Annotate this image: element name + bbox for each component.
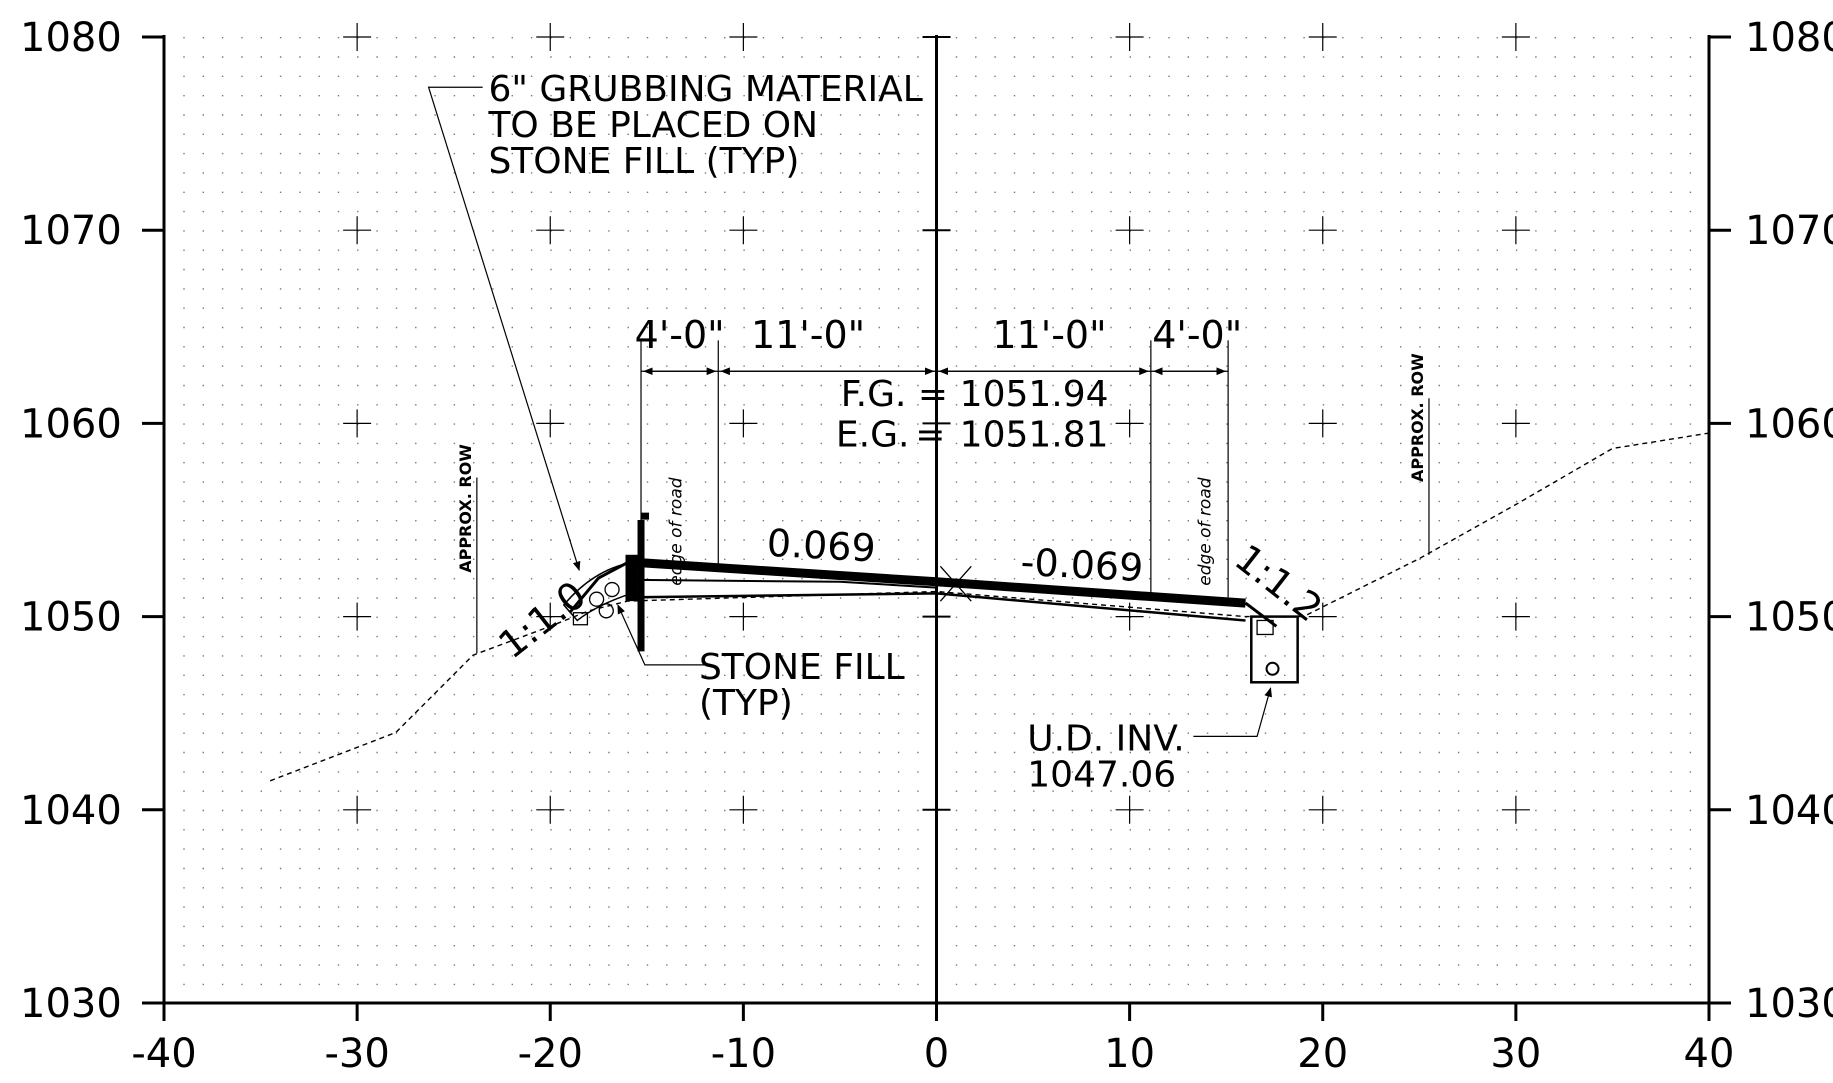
y-tick-label-left: 1050 <box>20 595 122 641</box>
stone-fill-hatch <box>598 603 614 619</box>
grubbing-note-line: TO BE PLACED ON <box>487 105 818 146</box>
stone-fill-note-line: STONE FILL <box>699 647 905 688</box>
x-tick-label: 20 <box>1297 1031 1348 1077</box>
grid-cross <box>536 216 565 245</box>
edge-of-road-right: edge of road <box>1196 477 1216 586</box>
tick-labels: 1030103010401040105010501060106010701070… <box>20 15 1833 1077</box>
x-tick-label: -30 <box>324 1031 389 1077</box>
x-tick-label: 40 <box>1684 1031 1735 1077</box>
grid-cross <box>1115 795 1144 824</box>
grubbing-note-line: STONE FILL (TYP) <box>488 141 799 182</box>
centerline-mark <box>939 565 972 602</box>
edge-of-road-left: edge of road <box>667 477 687 586</box>
grid-cross <box>1308 409 1337 438</box>
grid-cross <box>1115 409 1144 438</box>
grid-cross <box>1308 602 1337 631</box>
fg-label-value: 1051.94 <box>960 374 1109 415</box>
y-tick-label-right: 1050 <box>1745 595 1833 641</box>
grid-cross <box>343 409 372 438</box>
stone-fill-hatch <box>604 581 620 598</box>
grid-cross <box>1308 216 1337 245</box>
stone-fill-leader <box>617 604 705 666</box>
grid-cross <box>1115 23 1144 51</box>
x-tick-label: 10 <box>1104 1031 1155 1077</box>
y-tick-label-left: 1070 <box>20 208 122 254</box>
grid-cross <box>729 216 758 245</box>
y-tick-label-left: 1080 <box>20 15 122 61</box>
grade-label-right: -0.069 <box>1020 540 1145 590</box>
grid-cross <box>1501 602 1530 631</box>
grid-cross <box>1501 409 1530 438</box>
grid-cross <box>1308 795 1337 824</box>
finished-grade-line <box>636 558 1246 608</box>
grid-cross <box>729 795 758 824</box>
y-tick-label-right: 1070 <box>1745 208 1833 254</box>
grid-cross <box>1501 795 1530 824</box>
x-tick-label: 30 <box>1490 1031 1541 1077</box>
dimension-label: 4'-0" <box>635 313 725 357</box>
stone-fill-note-line: (TYP) <box>699 683 793 724</box>
y-tick-label-left: 1040 <box>20 788 122 834</box>
x-tick-label: -20 <box>518 1031 583 1077</box>
y-tick-label-right: 1080 <box>1745 15 1833 61</box>
subgrade-line <box>637 592 1246 622</box>
grid-cross <box>343 795 372 824</box>
underdrain-leader <box>1193 687 1272 737</box>
grid-cross <box>1501 216 1530 245</box>
y-tick-label-right: 1030 <box>1745 981 1833 1027</box>
underdrain-stone <box>1256 619 1274 636</box>
y-tick-label-left: 1030 <box>20 981 122 1027</box>
x-tick-label: -10 <box>711 1031 776 1077</box>
left-fill-slope <box>568 559 633 614</box>
dimension-label: 11'-0" <box>992 313 1106 357</box>
grid-cross <box>1115 216 1144 245</box>
grid-cross <box>729 409 758 438</box>
eg-label-value: 1051.81 <box>960 415 1109 456</box>
grid-cross <box>343 216 372 245</box>
grid-cross <box>536 23 565 51</box>
dimension-label: 11'-0" <box>751 313 865 357</box>
grubbing-note-line: 6" GRUBBING MATERIAL <box>488 69 922 110</box>
approx-row-left: APPROX. ROW <box>456 444 475 573</box>
y-tick-label-right: 1060 <box>1745 401 1833 447</box>
stone-fill-hatch <box>588 591 605 607</box>
grid-cross <box>1308 23 1337 51</box>
y-tick-label-right: 1040 <box>1745 788 1833 834</box>
y-tick-label-left: 1060 <box>20 401 122 447</box>
x-tick-label: 0 <box>924 1031 949 1077</box>
grid-crosses <box>343 23 1530 824</box>
eg-label-left: E.G. <box>836 415 910 456</box>
underdrain-note-line: 1047.06 <box>1027 754 1176 795</box>
base-course-line <box>637 578 937 589</box>
grid-cross <box>729 23 758 51</box>
grid-cross <box>536 795 565 824</box>
underdrain-note-line: U.D. INV. <box>1027 718 1184 759</box>
grade-label-left: 0.069 <box>766 521 877 571</box>
grid-cross <box>536 409 565 438</box>
grubbing-leader <box>427 86 581 572</box>
eg-label-eq: = <box>915 415 945 456</box>
grid-cross <box>1501 23 1530 51</box>
fg-label-left: F.G. = <box>841 374 948 415</box>
grid-cross <box>343 602 372 631</box>
section-geometry <box>269 86 1710 782</box>
underdrain-trench <box>1250 615 1299 684</box>
dimension-label: 4'-0" <box>1152 313 1242 357</box>
existing-ground-line <box>269 432 1710 782</box>
underdrain-pipe <box>1265 661 1280 676</box>
x-tick-label: -40 <box>131 1031 196 1077</box>
approx-row-right: APPROX. ROW <box>1408 353 1427 482</box>
right-fill-slope <box>1244 601 1278 628</box>
axes <box>142 35 1731 1021</box>
left-underdrain-box <box>572 612 589 626</box>
grid-cross <box>343 23 372 51</box>
grid-cross <box>729 602 758 631</box>
